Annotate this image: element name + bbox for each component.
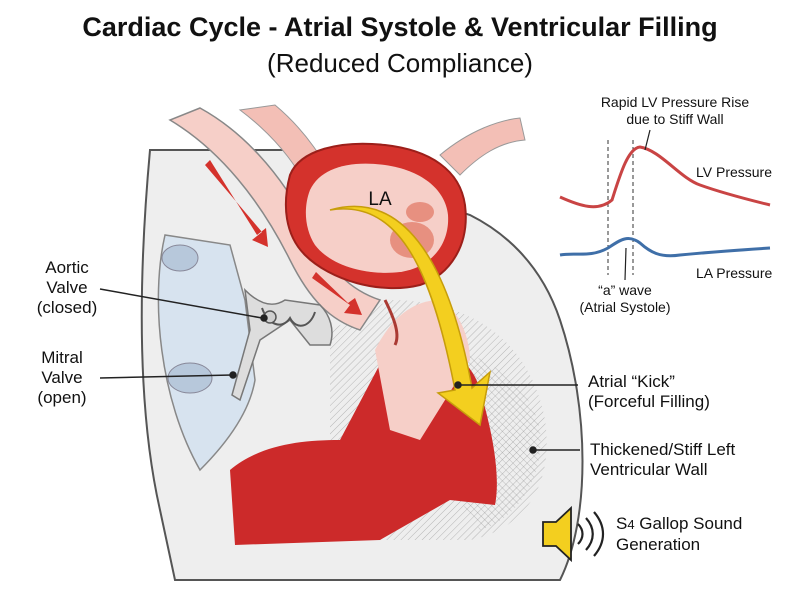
pressure-graph <box>559 129 771 281</box>
stiff-wall-label: Thickened/Stiff Left Ventricular Wall <box>590 440 736 479</box>
mitral-valve-label: Mitral Valve (open) <box>37 348 87 407</box>
la-pressure-label: LA Pressure <box>696 265 773 281</box>
page-subtitle: (Reduced Compliance) <box>267 48 533 78</box>
la-pressure-curve <box>559 237 771 258</box>
pulmonary-vein <box>439 117 526 176</box>
lv-pressure-label: LV Pressure <box>696 164 772 180</box>
leader-mitral <box>99 374 233 379</box>
atrial-kick-arrow <box>329 205 492 427</box>
lv-pressure-curve <box>559 145 771 209</box>
right-chamber-oval-upper <box>161 244 199 272</box>
right-chamber-oval-lower <box>167 362 213 394</box>
rise-label: Rapid LV Pressure Rise due to Stiff Wall <box>600 94 750 127</box>
a-wave-pointer <box>624 247 627 281</box>
rise-pointer <box>644 129 651 151</box>
s4-sound-label: S4 Gallop Sound Generation <box>616 514 743 554</box>
flow-arrow-2 <box>312 272 362 315</box>
la-label: LA <box>368 189 392 210</box>
a-wave-label: “a” wave (Atrial Systole) <box>579 282 671 315</box>
atrial-kick-label: Atrial “Kick” (Forceful Filling) <box>588 372 710 411</box>
mitral-leaflet-left <box>383 299 399 346</box>
leader-aortic <box>99 288 263 319</box>
aortic-valve-label: Aortic Valve (closed) <box>36 258 98 317</box>
leader-lines <box>99 288 580 454</box>
page-title: Cardiac Cycle - Atrial Systole & Ventric… <box>82 12 718 42</box>
flow-arrow-1 <box>205 160 268 247</box>
speaker-icon <box>542 505 605 563</box>
atrium-trabecula-a <box>406 202 434 222</box>
aorta <box>168 107 382 331</box>
